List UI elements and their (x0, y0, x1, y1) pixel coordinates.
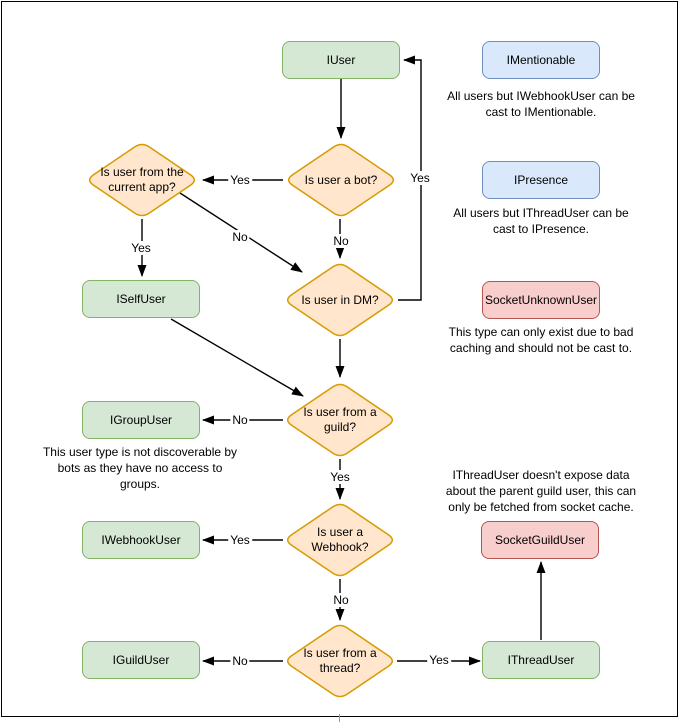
decision-is-dm: Is user in DM? (281, 260, 399, 340)
note-igroupuser: This user type is not discoverable by bo… (42, 445, 238, 491)
decision-is-current-app: Is user from the current app? (83, 140, 201, 220)
node-socketguilduser-label: SocketGuildUser (494, 533, 586, 547)
diamond-shape (286, 624, 394, 698)
edge-iselfuser-to-is-guild (170, 318, 304, 397)
edge-label-guild-yes: Yes (328, 470, 352, 484)
edge-label-bot-yes: Yes (228, 173, 252, 187)
diamond-shape (286, 383, 394, 457)
decision-is-bot: Is user a bot? (282, 140, 400, 220)
edge-label-thread-no: No (230, 654, 250, 668)
note-socketunknownuser: This type can only exist due to bad cach… (448, 325, 634, 355)
edge-label-dm-yes: Yes (408, 171, 432, 185)
edge-label-bot-no: No (331, 234, 351, 248)
edge-label-thread-yes: Yes (427, 653, 451, 667)
note-imentionable: All users but IWebhookUser can be cast t… (447, 89, 635, 119)
node-imentionable-label: IMentionable (506, 53, 576, 67)
node-ipresence: IPresence (482, 161, 600, 199)
node-iwebhookuser-label: IWebhookUser (101, 533, 181, 547)
decision-is-guild: Is user from a guild? (281, 380, 399, 460)
node-iguilduser-label: IGuildUser (112, 653, 170, 667)
edge-label-current-app-yes: Yes (129, 241, 153, 255)
node-iwebhookuser: IWebhookUser (82, 521, 200, 559)
node-iselfuser-label: ISelfUser (116, 292, 166, 306)
decision-is-thread: Is user from a thread? (281, 621, 399, 701)
node-imentionable: IMentionable (482, 41, 600, 79)
note-ipresence: All users but IThreadUser can be cast to… (453, 206, 629, 236)
decision-is-guild-label: Is user from a guild? (303, 405, 377, 434)
diamond-shape (287, 143, 395, 217)
diamond-shape (286, 503, 394, 577)
diamond-shape (88, 143, 196, 217)
diamond-shape (286, 263, 394, 337)
node-ithreaduser-label: IThreadUser (507, 653, 575, 667)
decision-is-dm-label: Is user in DM? (301, 292, 379, 307)
node-ipresence-label: IPresence (513, 173, 569, 187)
decision-is-webhook: Is user a Webhook? (281, 500, 399, 580)
node-igroupuser-label: IGroupUser (109, 413, 173, 427)
node-socketunknownuser-label: SocketUnknownUser (484, 293, 598, 307)
decision-is-current-app-label: Is user from the current app? (100, 165, 184, 194)
note-ithreaduser: IThreadUser doesn't expose data about th… (445, 468, 637, 514)
page-boundary-tick (339, 714, 340, 722)
edge-label-guild-no: No (230, 413, 250, 427)
decision-is-thread-label: Is user from a thread? (303, 646, 377, 675)
edge-label-webhook-yes: Yes (228, 533, 252, 547)
node-socketguilduser: SocketGuildUser (481, 521, 599, 559)
decision-is-webhook-label: Is user a Webhook? (311, 525, 369, 554)
node-iuser-label: IUser (326, 53, 356, 67)
decision-is-bot-label: Is user a bot? (304, 172, 378, 187)
node-socketunknownuser: SocketUnknownUser (482, 281, 600, 319)
node-ithreaduser: IThreadUser (482, 641, 600, 679)
node-iuser: IUser (282, 41, 400, 79)
node-iguilduser: IGuildUser (82, 641, 200, 679)
node-iselfuser: ISelfUser (82, 280, 200, 318)
edge-label-webhook-no: No (331, 593, 351, 607)
edge-label-current-app-no: No (230, 230, 250, 244)
node-igroupuser: IGroupUser (82, 401, 200, 439)
